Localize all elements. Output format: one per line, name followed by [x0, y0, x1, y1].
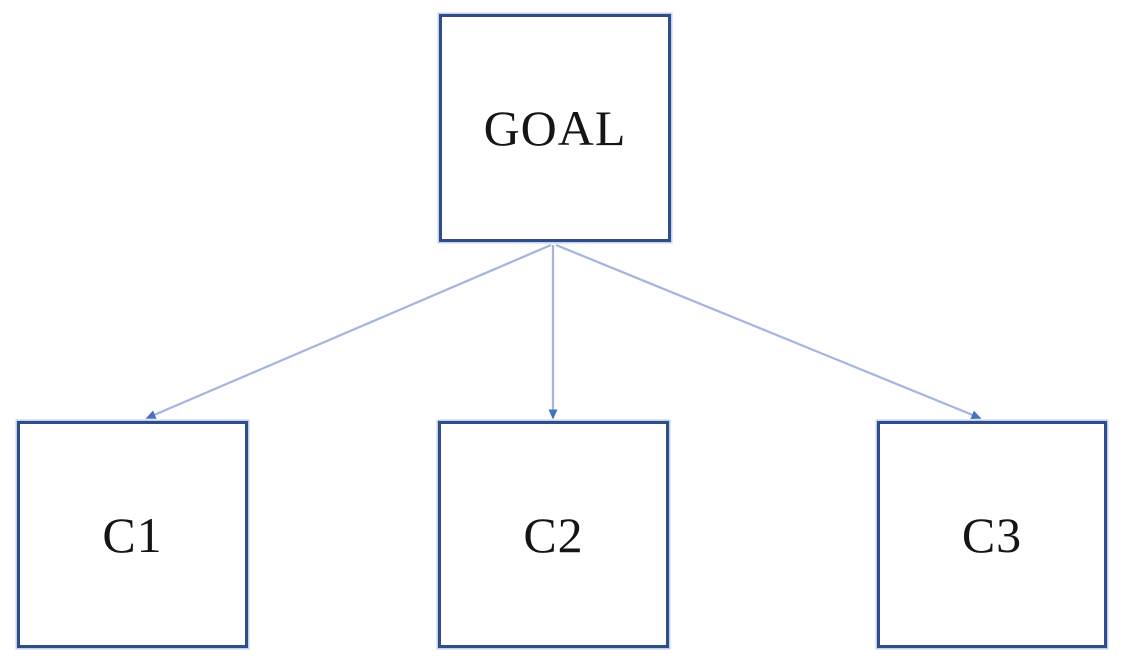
node-goal: GOAL	[439, 14, 671, 242]
edge-goal-c1	[145, 243, 552, 420]
node-c3: C3	[877, 421, 1107, 648]
node-c3-label: C3	[961, 506, 1023, 563]
node-c1-label: C1	[102, 506, 163, 563]
node-c2-label: C2	[523, 506, 584, 563]
node-c1: C1	[17, 421, 248, 648]
edge-goal-c3	[555, 243, 982, 420]
node-c2: C2	[438, 421, 669, 648]
node-goal-label: GOAL	[483, 100, 627, 156]
